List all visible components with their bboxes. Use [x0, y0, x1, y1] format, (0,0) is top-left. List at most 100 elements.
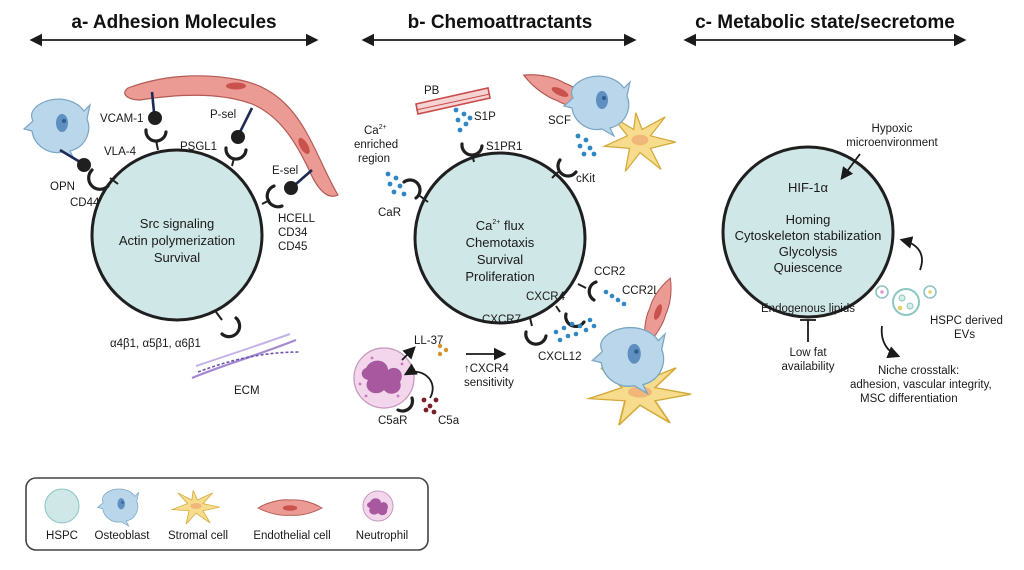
label-esel: E-sel [272, 165, 298, 177]
panel-b-center-line-3: Survival [477, 252, 523, 267]
legend-icon-neutrophil [362, 490, 394, 522]
label-hypoxic-1: Hypoxic [872, 123, 913, 135]
label-car: CaR [378, 207, 401, 219]
label-ckit: cKit [576, 173, 596, 185]
osteoblast-a [23, 98, 91, 160]
ca-dots [385, 171, 407, 197]
panel-c-center-line-1: Homing [786, 212, 831, 227]
label-evs-1: HSPC derived [930, 315, 1003, 327]
label-ccr2: CCR2 [594, 266, 625, 278]
cxcl12-dots [553, 317, 597, 343]
panel-a-center-line-2: Actin polymerization [119, 233, 235, 248]
panel-c-center-line-4: Quiescence [774, 260, 843, 275]
hspc-cell-a [90, 148, 264, 322]
label-c5a: C5a [438, 415, 460, 427]
label-cd34: CD34 [278, 227, 308, 239]
ccr2-receptor [587, 280, 598, 302]
label-s1pr1: S1PR1 [486, 141, 522, 153]
arrow-neutrophil-ll37 [401, 346, 416, 361]
panel-b-center-line-2: Chemotaxis [466, 235, 535, 250]
arrow-evs-hspc [899, 236, 923, 271]
label-ll37: LL-37 [414, 335, 443, 347]
endothelial-nucleus-a2 [298, 137, 310, 155]
integrin-link [215, 311, 223, 321]
psgl1-receptor [224, 146, 248, 161]
label-niche-1: Niche crosstalk: [878, 365, 959, 377]
esel-stick [295, 169, 313, 185]
ccr2-link [577, 283, 587, 289]
cd44-link [109, 177, 119, 185]
vla4-link [155, 139, 159, 151]
hcell-receptor [265, 184, 284, 209]
vla4-receptor [144, 128, 168, 143]
legend-label-osteoblast: Osteoblast [95, 530, 151, 542]
car-link [419, 195, 429, 203]
label-psgl1: PSGL1 [180, 141, 217, 153]
label-cxcl12: CXCL12 [538, 351, 581, 363]
cxcr7-link [529, 317, 533, 327]
panel-a-title: a- Adhesion Molecules [71, 12, 276, 33]
label-hypoxic-2: microenvironment [846, 137, 938, 149]
panel-b: b- Chemoattractants Ca2+ flux Chemotaxis… [353, 12, 692, 427]
label-scf: SCF [548, 115, 571, 127]
label-s1p: S1P [474, 111, 496, 123]
hspc-cell-b [413, 151, 587, 325]
label-cxcr7: CXCR7 [482, 314, 521, 326]
legend-label-stromal: Stromal cell [168, 530, 228, 542]
label-cd44: CD44 [70, 197, 100, 209]
s1p-dots [453, 107, 473, 133]
scf-dots [575, 133, 597, 157]
vcam1-stick [150, 91, 156, 113]
legend-label-endothelial: Endothelial cell [253, 530, 330, 542]
label-c5ar: C5aR [378, 415, 407, 427]
legend-icon-hspc [44, 488, 80, 524]
label-integrins: α4β1, α5β1, α6β1 [110, 338, 201, 350]
legend-label-hspc: HSPC [46, 530, 78, 542]
legend-label-neutrophil: Neutrophil [356, 530, 408, 542]
opn-ligand [77, 158, 91, 172]
psel-stick [238, 107, 254, 133]
label-niche-3: MSC differentiation [860, 393, 958, 405]
cxcr7-receptor [524, 330, 548, 346]
c5ar-receptor [396, 396, 415, 413]
arrow-c5a-neutrophil [403, 363, 434, 399]
ll37-dots [437, 343, 449, 357]
s1pr1-link [471, 153, 475, 163]
endothelial-nucleus-a1 [226, 82, 246, 90]
panel-b-center-line-4: Proliferation [465, 269, 534, 284]
panel-c: c- Metabolic state/secretome HIF-1α Homi… [683, 12, 1003, 405]
label-evs-2: EVs [954, 329, 975, 341]
panel-c-title: c- Metabolic state/secretome [695, 12, 955, 33]
c5a-dots [421, 397, 439, 415]
legend: HSPC Osteoblast Stromal cell Endothelial… [25, 477, 429, 551]
label-pb: PB [424, 85, 440, 97]
panel-c-center-line-3: Glycolysis [779, 244, 838, 259]
panel-a: a- Adhesion Molecules Src signaling Acti… [23, 12, 339, 397]
neutrophil-b [353, 347, 415, 409]
panel-c-center-line-2: Cytoskeleton stabilization [735, 228, 882, 243]
label-enriched: enriched [354, 139, 398, 151]
panel-a-center-line-3: Survival [154, 250, 200, 265]
panel-b-center-line-1: Ca2+ flux [476, 218, 525, 233]
label-niche-2: adhesion, vascular integrity, [850, 379, 992, 391]
label-vla4: VLA-4 [104, 146, 137, 158]
hspc-derived-evs [875, 285, 937, 316]
ccr2l-dots [603, 289, 627, 307]
endothelial-strand-a [124, 75, 339, 197]
label-endogenous-lipids: Endogenous lipids [761, 303, 855, 315]
ecm-fibers [191, 333, 301, 380]
hspc-cell-c [721, 145, 895, 319]
esel-ligand [284, 181, 298, 195]
label-cxcr4-sens-2: sensitivity [464, 377, 514, 389]
psgl1-link [231, 157, 235, 167]
s1pr1-receptor [460, 142, 484, 157]
psel-ligand [231, 130, 245, 144]
label-vcam1: VCAM-1 [100, 113, 143, 125]
panel-b-title: b- Chemoattractants [408, 12, 593, 33]
label-opn: OPN [50, 181, 75, 193]
panel-a-center-line-1: Src signaling [140, 216, 214, 231]
label-hif1a: HIF-1α [788, 180, 829, 195]
vcam1-ligand [148, 111, 162, 125]
cd44-receptor [87, 168, 110, 191]
